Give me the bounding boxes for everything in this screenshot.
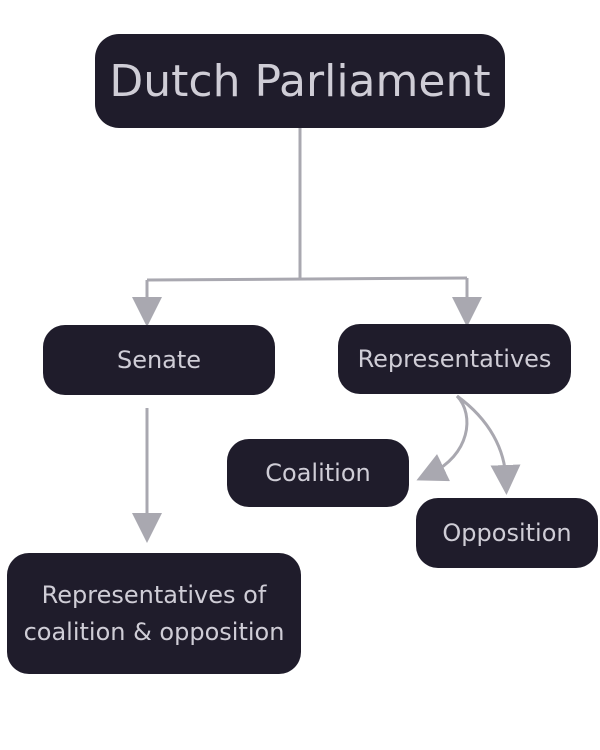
node-opposition: Opposition [416, 498, 598, 568]
node-senate: Senate [43, 325, 275, 395]
node-label: Opposition [442, 519, 572, 547]
branch-bar [146, 276, 468, 282]
node-label: Dutch Parliament [109, 55, 491, 107]
node-coalition: Coalition [227, 439, 409, 507]
node-representatives: Representatives [338, 324, 571, 394]
edge-opposition [456, 394, 521, 495]
node-label: Representatives [357, 345, 552, 373]
node-label-line2: coalition & opposition [23, 617, 285, 646]
node-label-line1: Representatives of [41, 580, 267, 609]
node-representatives-of-coalition-and-opposition: Representatives of coalition & oppositio… [7, 553, 301, 674]
node-dutch-parliament: Dutch Parliament [95, 34, 505, 128]
node-label: Senate [116, 346, 202, 374]
node-label: Coalition [265, 459, 371, 487]
edge-coalition [416, 394, 469, 482]
